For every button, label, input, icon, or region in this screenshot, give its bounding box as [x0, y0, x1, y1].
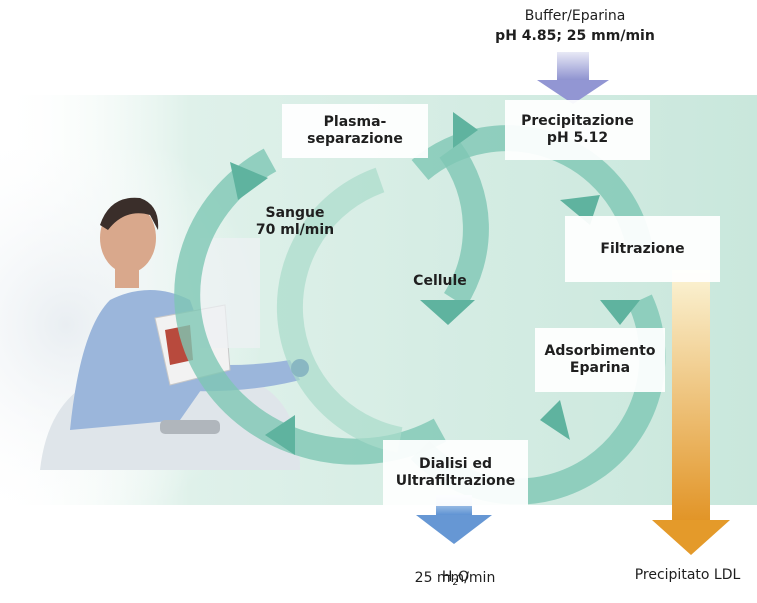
- flow-arrowhead-cellule: [420, 300, 475, 325]
- water-formula-subscript: 2: [452, 577, 459, 588]
- plasmaseparazione-box: Plasma- separazione: [282, 104, 428, 158]
- flow-arrowhead-to-dialisi: [540, 400, 570, 440]
- buffer-input-arrow: [537, 52, 609, 104]
- water-formula-o: O: [458, 569, 470, 585]
- precipitato-ldl-label: Precipitato LDL: [634, 567, 741, 583]
- sangue-label: Sangue 70 ml/min: [255, 205, 335, 238]
- flow-arrowhead-to-adsorbimento: [600, 300, 640, 325]
- ldl-output-arrow: [652, 270, 730, 555]
- left-loop: [174, 142, 489, 465]
- adsorbimento-box: Adsorbimento Eparina: [535, 328, 665, 392]
- flow-arrowhead-to-precipitazione: [453, 112, 478, 148]
- buffer-label: Buffer/Eparina: [524, 8, 626, 24]
- dialisi-box: Dialisi ed Ultrafiltrazione: [383, 440, 528, 506]
- precipitazione-box: Precipitazione pH 5.12: [505, 100, 650, 160]
- cellule-label: Cellule: [413, 273, 467, 289]
- buffer-ph-rate: pH 4.85; 25 mm/min: [495, 28, 655, 44]
- water-formula: H2O: [408, 552, 503, 592]
- filtrazione-box: Filtrazione: [565, 216, 720, 282]
- flow-arrowhead-plasma-in: [230, 162, 268, 200]
- water-formula-h: H: [441, 569, 453, 585]
- flow-arrowhead-return: [265, 415, 295, 455]
- water-rate: 25 mm/min: [414, 570, 496, 586]
